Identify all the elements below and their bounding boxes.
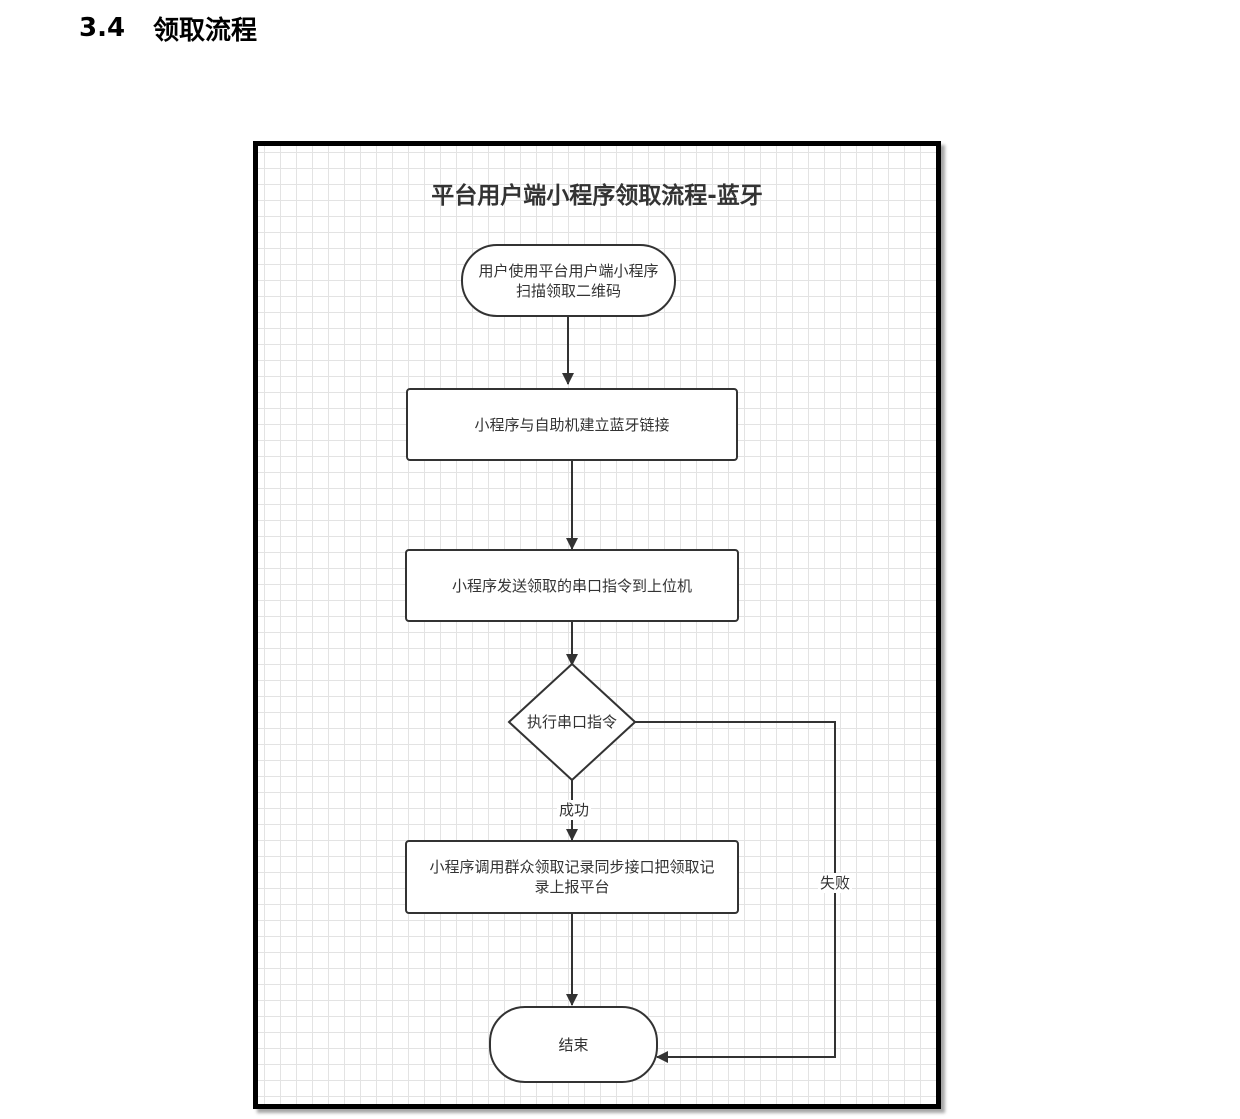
flowchart-frame: 平台用户端小程序领取流程-蓝牙 用户使用平台用户端小程序 扫描领取二维码 小程序…: [253, 141, 941, 1109]
edge-label-failure: 失败: [818, 873, 853, 893]
sync-record-label: 小程序调用群众领取记录同步接口把领取记 录上报平台: [429, 858, 715, 896]
section-title: 领取流程: [153, 15, 258, 46]
decision-label: 执行串口指令: [526, 713, 617, 731]
send-command-node: 小程序发送领取的串口指令到上位机: [405, 549, 739, 622]
end-node-label: 结束: [558, 1035, 589, 1054]
sync-record-node: 小程序调用群众领取记录同步接口把领取记 录上报平台: [405, 840, 739, 914]
edge-label-success: 成功: [557, 800, 592, 820]
end-node: 结束: [489, 1006, 658, 1083]
section-heading: 3.4 领取流程: [79, 8, 257, 48]
start-node: 用户使用平台用户端小程序 扫描领取二维码: [461, 244, 676, 317]
diagram-title: 平台用户端小程序领取流程-蓝牙: [431, 183, 763, 209]
bluetooth-connect-label: 小程序与自助机建立蓝牙链接: [474, 415, 670, 434]
bluetooth-connect-node: 小程序与自助机建立蓝牙链接: [406, 388, 738, 461]
start-node-label: 用户使用平台用户端小程序 扫描领取二维码: [478, 261, 659, 300]
section-number: 3.4: [79, 13, 126, 43]
send-command-label: 小程序发送领取的串口指令到上位机: [451, 576, 692, 595]
